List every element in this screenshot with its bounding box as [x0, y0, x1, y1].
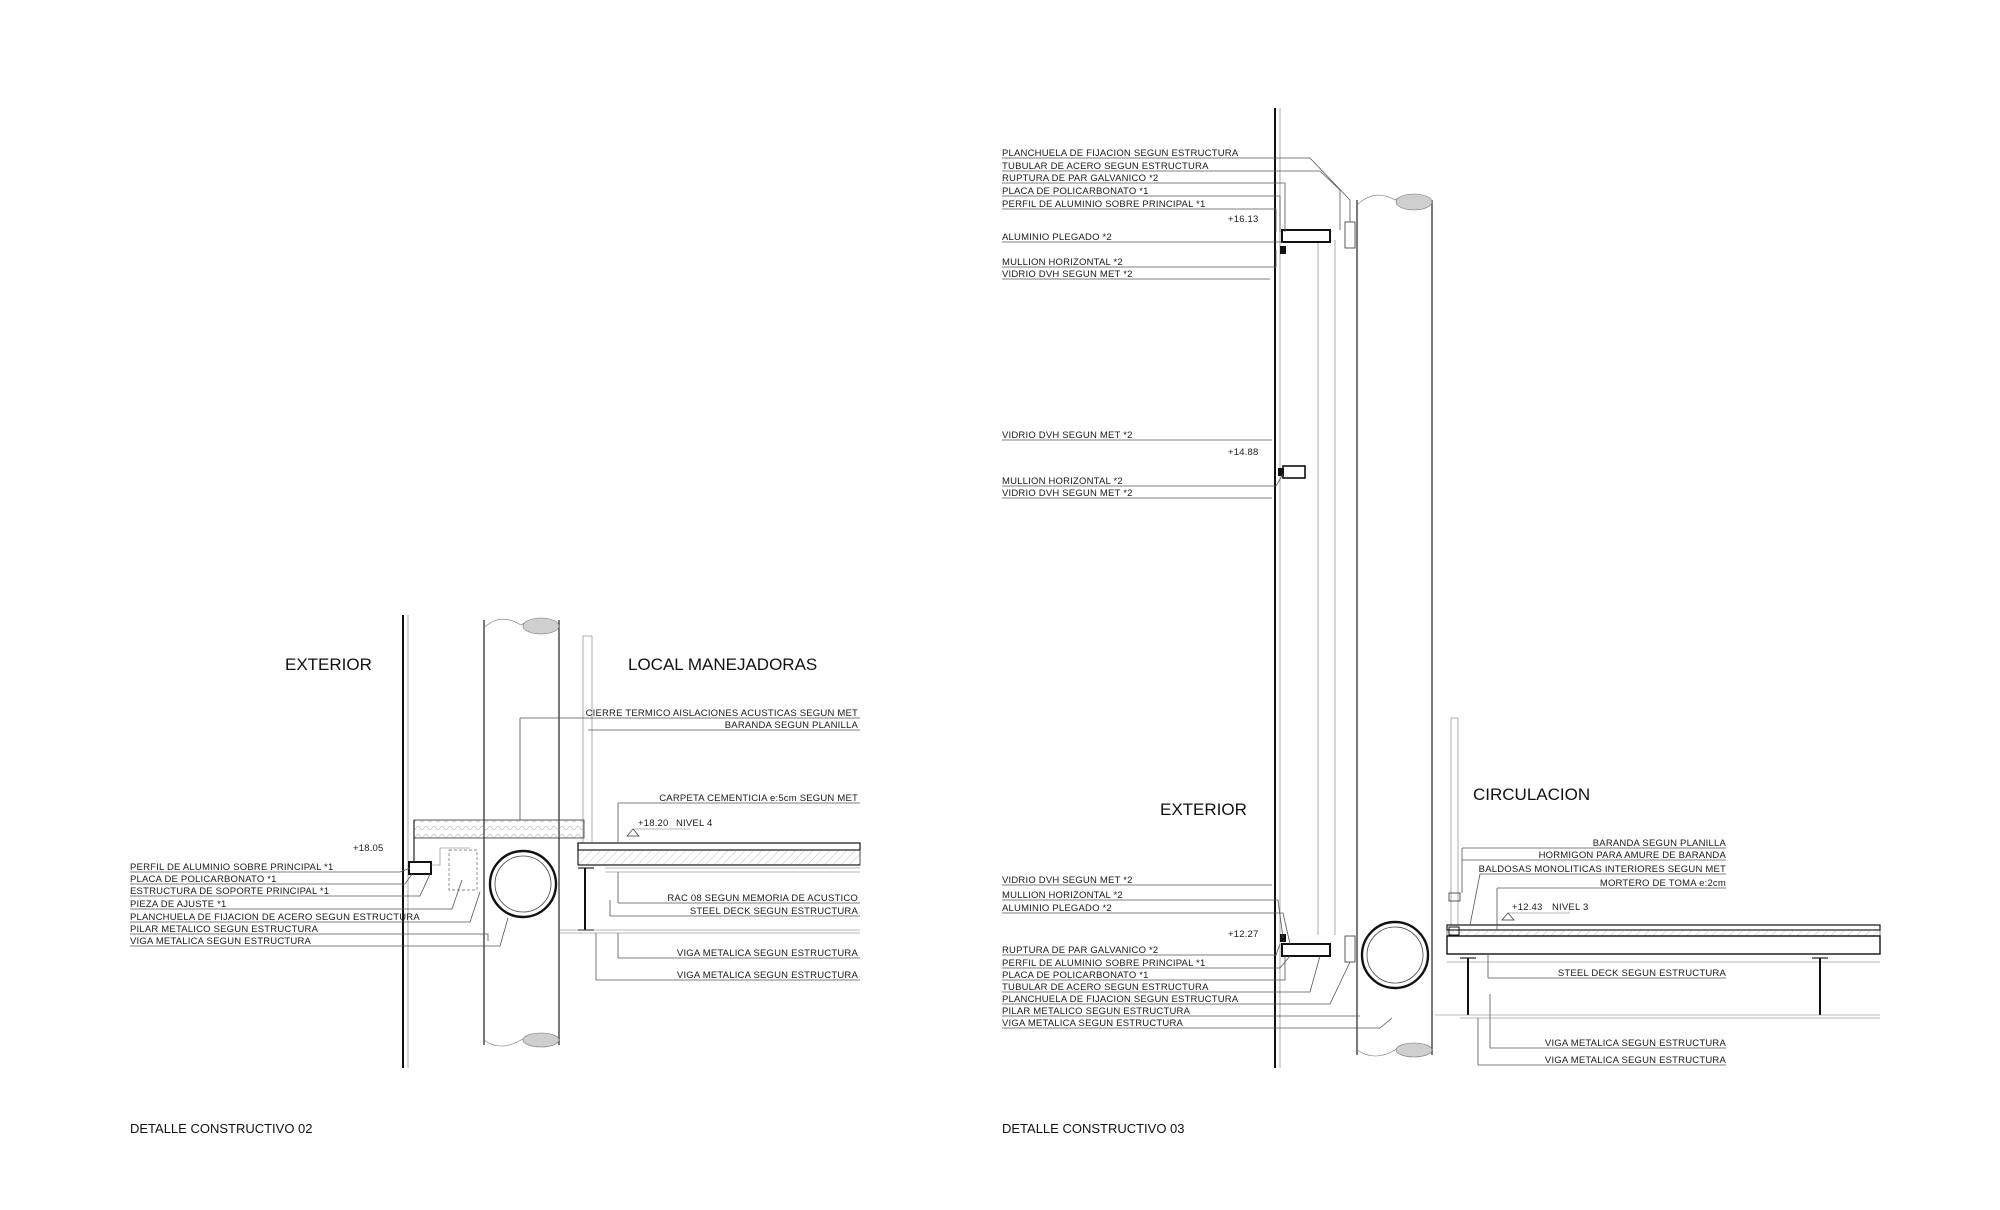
label-top: PLACA DE POLICARBONATO *1: [1002, 186, 1149, 197]
label-middle: MULLION HORIZONTAL *2: [1002, 476, 1123, 487]
steel-beams: [560, 867, 860, 934]
label-bottom: RUPTURA DE PAR GALVANICO *2: [1002, 945, 1158, 956]
room-label-exterior: EXTERIOR: [1160, 800, 1247, 819]
elevation-mark: +14.88: [1228, 447, 1259, 458]
label-top: VIDRIO DVH SEGUN MET *2: [1002, 269, 1133, 280]
steel-column: [1317, 193, 1433, 1058]
label-bottom: VIDRIO DVH SEGUN MET *2: [1002, 875, 1133, 886]
bottom-bracket: [1280, 934, 1356, 963]
labels-bottom-left: VIDRIO DVH SEGUN MET *2 MULLION HORIZONT…: [1002, 875, 1239, 1029]
label-middle: VIDRIO DVH SEGUN MET *2: [1002, 488, 1133, 499]
elevation-mark: +18.05: [353, 843, 384, 854]
label-right: BARANDA SEGUN PLANILLA: [725, 720, 859, 731]
support-profile: [408, 861, 432, 875]
labels-left: PERFIL DE ALUMINIO SOBRE PRINCIPAL *1 PL…: [130, 862, 420, 947]
label-right: MORTERO DE TOMA e:2cm: [1600, 878, 1726, 889]
label-top: TUBULAR DE ACERO SEGUN ESTRUCTURA: [1002, 161, 1209, 172]
label-right: CIERRE TERMICO AISLACIONES ACUSTICAS SEG…: [586, 708, 858, 719]
label-right: VIGA METALICA SEGUN ESTRUCTURA: [1545, 1038, 1727, 1049]
level-name: NIVEL 4: [676, 818, 712, 829]
steel-beams: [1435, 957, 1880, 1019]
leader-lines-middle: [1002, 439, 1284, 499]
room-label-circulacion: CIRCULACION: [1473, 785, 1590, 804]
level-value: +18.20: [638, 818, 669, 829]
detail-03: +12.43 NIVEL 3 +16.13 +14.88 +12.27 EXTE…: [1002, 108, 1881, 1136]
label-right: VIGA METALICA SEGUN ESTRUCTURA: [677, 970, 859, 981]
label-right: STEEL DECK SEGUN ESTRUCTURA: [690, 906, 859, 917]
floor-slab: [577, 842, 861, 873]
labels-right: BARANDA SEGUN PLANILLA HORMIGON PARA AMU…: [1479, 838, 1727, 1066]
detail-02: +18.20 NIVEL 4 +18.05 EXTERIOR LOCAL MAN…: [130, 615, 861, 1136]
label-right: VIGA METALICA SEGUN ESTRUCTURA: [1545, 1055, 1727, 1066]
label-right: RAC 08 SEGUN MEMORIA DE ACUSTICO: [667, 893, 858, 904]
thermal-insulation: [413, 819, 585, 839]
label-right: HORMIGON PARA AMURE DE BARANDA: [1539, 850, 1727, 861]
label-right: CARPETA CEMENTICIA e:5cm SEGUN MET: [659, 793, 858, 804]
label-right: STEEL DECK SEGUN ESTRUCTURA: [1558, 968, 1727, 979]
level-value: +12.43: [1512, 902, 1543, 913]
label-top: MULLION HORIZONTAL *2: [1002, 257, 1123, 268]
leader-lines-right: [519, 717, 860, 981]
label-bottom: TUBULAR DE ACERO SEGUN ESTRUCTURA: [1002, 982, 1209, 993]
adjust-piece: [448, 849, 478, 891]
label-right: BALDOSAS MONOLITICAS INTERIORES SEGUN ME…: [1479, 864, 1726, 875]
label-left: PILAR METALICO SEGUN ESTRUCTURA: [130, 924, 319, 935]
label-bottom: PLACA DE POLICARBONATO *1: [1002, 970, 1149, 981]
room-label-exterior: EXTERIOR: [285, 655, 372, 674]
leader-lines-bottom: [1002, 884, 1393, 1029]
labels-right: CIERRE TERMICO AISLACIONES ACUSTICAS SEG…: [586, 708, 859, 981]
label-bottom: PERFIL DE ALUMINIO SOBRE PRINCIPAL *1: [1002, 958, 1205, 969]
label-top: PLANCHUELA DE FIJACION SEGUN ESTRUCTURA: [1002, 148, 1239, 159]
floor-slab: [1446, 924, 1881, 963]
level-name: NIVEL 3: [1552, 902, 1588, 913]
label-bottom: PLANCHUELA DE FIJACION SEGUN ESTRUCTURA: [1002, 994, 1239, 1005]
label-top: PERFIL DE ALUMINIO SOBRE PRINCIPAL *1: [1002, 199, 1205, 210]
label-right: BARANDA SEGUN PLANILLA: [1593, 838, 1727, 849]
railing: [582, 635, 593, 842]
steel-tube-section: [488, 849, 558, 919]
level-marker-03: +12.43 NIVEL 3: [1501, 902, 1588, 921]
mid-mullion: [1278, 465, 1306, 479]
label-left: PERFIL DE ALUMINIO SOBRE PRINCIPAL *1: [130, 862, 333, 873]
label-left: ESTRUCTURA DE SOPORTE PRINCIPAL *1: [130, 886, 329, 897]
label-left: PLACA DE POLICARBONATO *1: [130, 874, 277, 885]
label-left: VIGA METALICA SEGUN ESTRUCTURA: [130, 936, 312, 947]
labels-top: PLANCHUELA DE FIJACION SEGUN ESTRUCTURA …: [1002, 148, 1239, 280]
label-bottom: VIGA METALICA SEGUN ESTRUCTURA: [1002, 1018, 1184, 1029]
labels-middle: VIDRIO DVH SEGUN MET *2 MULLION HORIZONT…: [1002, 430, 1133, 499]
leader-lines-right: [1461, 847, 1726, 1066]
label-bottom: MULLION HORIZONTAL *2: [1002, 890, 1123, 901]
room-label-local-manejadoras: LOCAL MANEJADORAS: [628, 655, 817, 674]
detail-title: DETALLE CONSTRUCTIVO 03: [1002, 1121, 1185, 1136]
label-bottom: PILAR METALICO SEGUN ESTRUCTURA: [1002, 1006, 1191, 1017]
label-left: PIEZA DE AJUSTE *1: [130, 899, 227, 910]
detail-title: DETALLE CONSTRUCTIVO 02: [130, 1121, 313, 1136]
label-right: VIGA METALICA SEGUN ESTRUCTURA: [677, 948, 859, 959]
leader-lines-top: [1002, 157, 1351, 280]
label-left: PLANCHUELA DE FIJACION DE ACERO SEGUN ES…: [130, 912, 420, 923]
elevation-mark: +12.27: [1228, 929, 1259, 940]
top-bracket: [1280, 221, 1356, 254]
leader-lines-left: [130, 867, 509, 947]
label-top: RUPTURA DE PAR GALVANICO *2: [1002, 173, 1158, 184]
steel-tube-section: [1360, 920, 1430, 990]
label-top: ALUMINIO PLEGADO *2: [1002, 232, 1112, 243]
elevation-mark: +16.13: [1228, 214, 1259, 225]
label-bottom: ALUMINIO PLEGADO *2: [1002, 903, 1112, 914]
railing: [1448, 717, 1461, 925]
label-middle: VIDRIO DVH SEGUN MET *2: [1002, 430, 1133, 441]
level-marker-02: +18.20 NIVEL 4: [626, 818, 712, 837]
